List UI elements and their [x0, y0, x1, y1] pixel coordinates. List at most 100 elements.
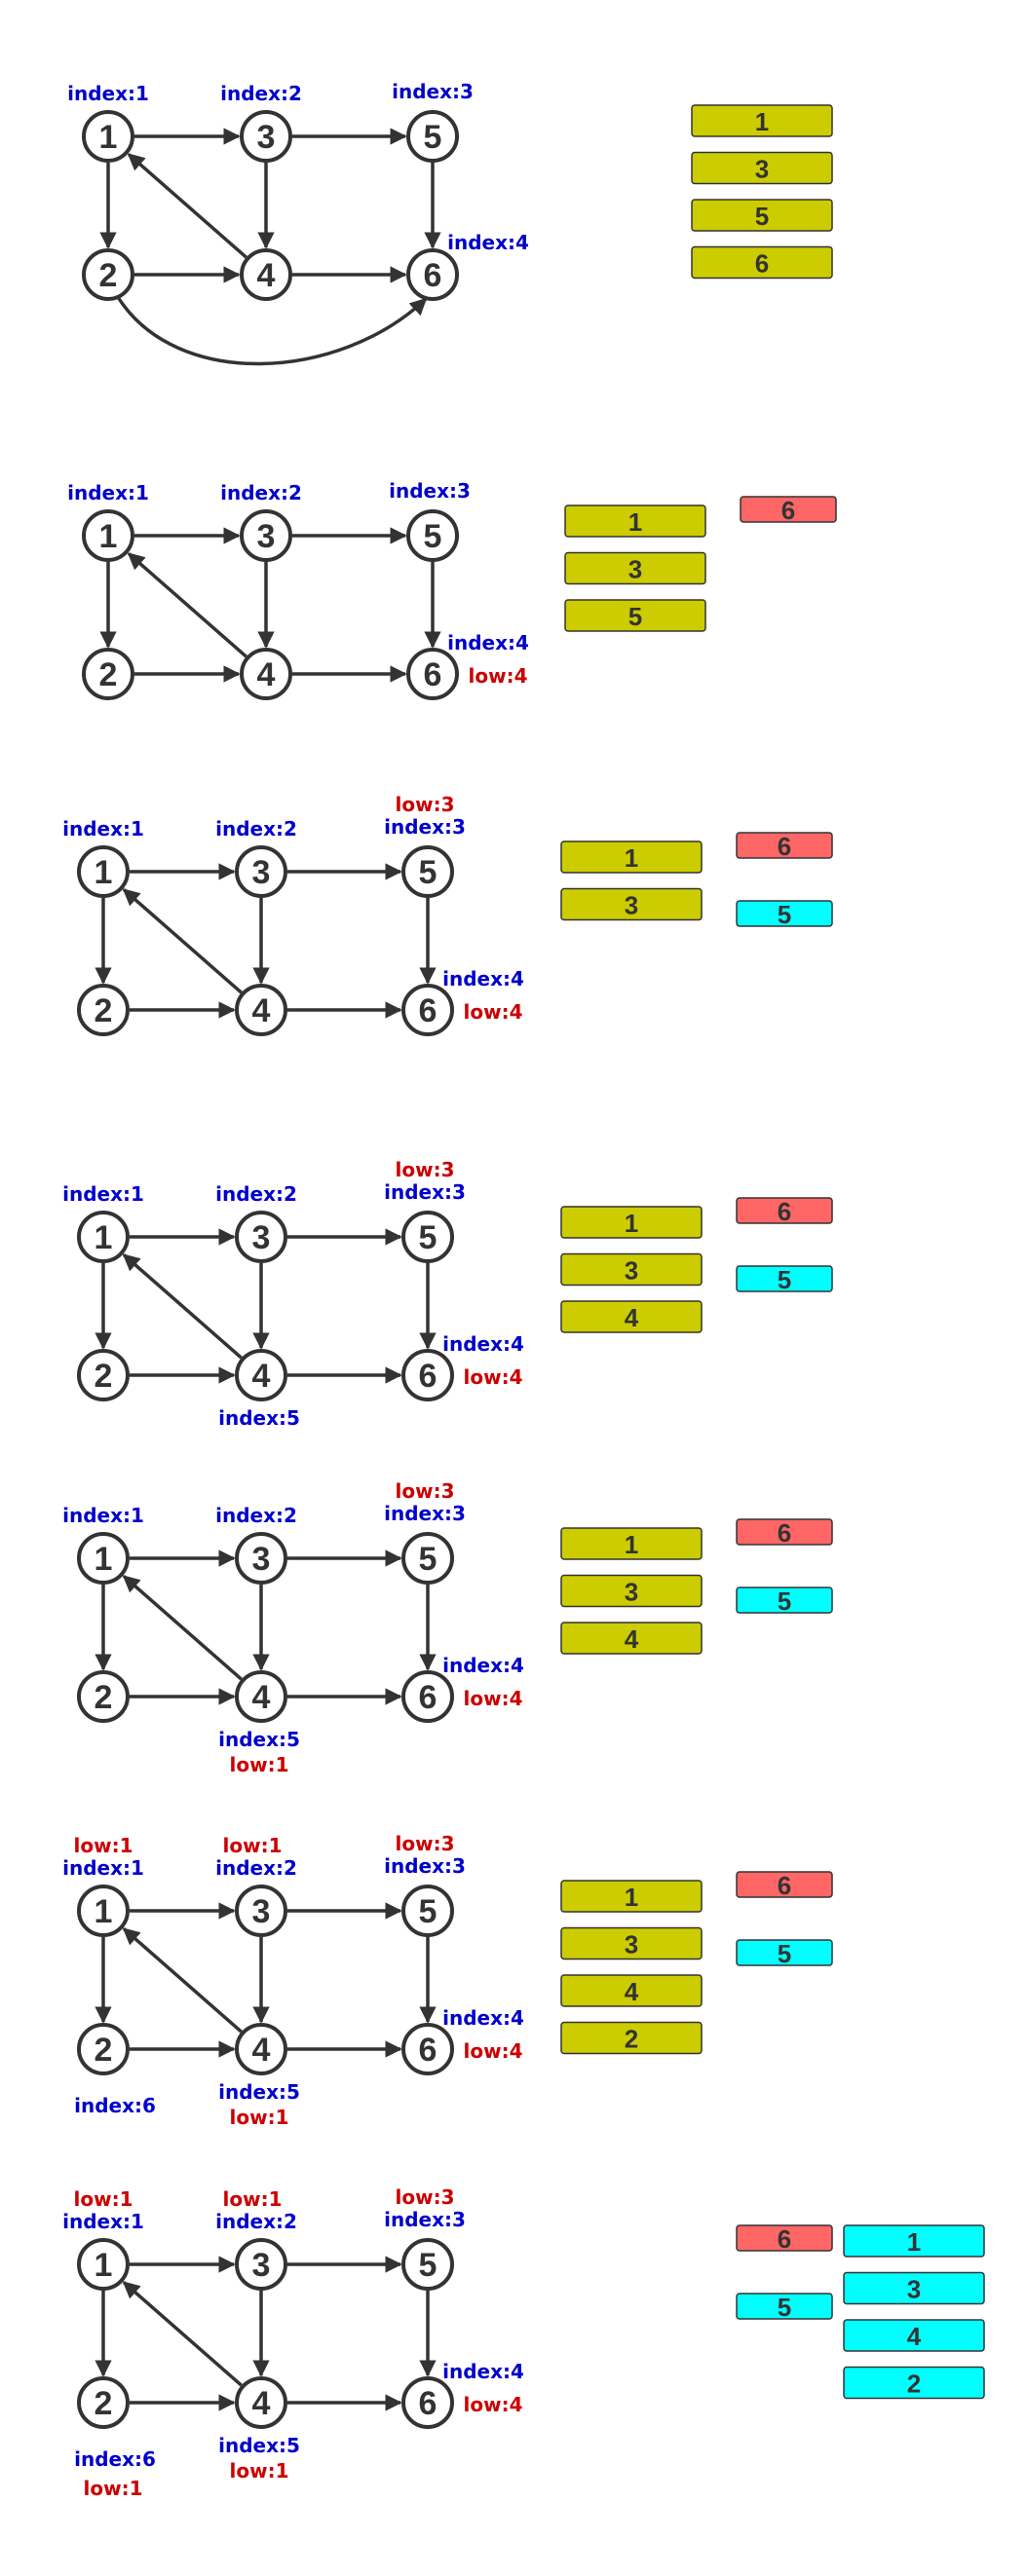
scc-box-red-6: 6	[736, 1871, 833, 1900]
node-2: 2	[77, 984, 130, 1036]
low-label-1: low:1	[74, 2187, 133, 2211]
node-4: 4	[235, 2023, 287, 2075]
index-label-1: index:1	[62, 817, 144, 840]
stack-box-4: 4	[560, 1300, 703, 1333]
node-label: 4	[257, 656, 276, 693]
node-4: 4	[235, 1670, 287, 1723]
node-circle	[240, 509, 292, 562]
node-circle	[401, 1885, 454, 1937]
stack-box-6: 6	[691, 245, 833, 280]
edge-4-1	[127, 153, 247, 259]
node-label: 6	[419, 1679, 437, 1716]
svg-text:5: 5	[778, 900, 791, 929]
node-6: 6	[406, 648, 459, 700]
node-label: 2	[95, 1679, 113, 1716]
index-label-4: index:5	[218, 2434, 300, 2457]
stack-box-1: 1	[560, 840, 703, 874]
index-label-3: index:2	[215, 1504, 297, 1527]
node-6: 6	[401, 2023, 454, 2075]
stack-box-1: 1	[560, 1527, 703, 1560]
node-circle	[240, 248, 292, 301]
stack-box-3: 3	[560, 1926, 703, 1960]
node-circle	[401, 984, 454, 1036]
node-3: 3	[240, 110, 292, 163]
index-label-5: index:3	[384, 2208, 466, 2231]
index-label-6: index:4	[442, 1654, 524, 1677]
node-5: 5	[401, 845, 454, 898]
node-label: 1	[95, 1541, 113, 1578]
node-label: 6	[419, 992, 437, 1029]
node-circle	[240, 110, 292, 163]
index-label-5: index:3	[384, 1854, 466, 1878]
low-label-4: low:1	[230, 2106, 289, 2129]
node-circle	[235, 1349, 287, 1401]
index-label-3: index:2	[215, 1182, 297, 1206]
node-circle	[77, 845, 130, 898]
node-label: 1	[95, 1219, 113, 1256]
node-circle	[235, 984, 287, 1036]
node-2: 2	[77, 1670, 130, 1723]
svg-text:1: 1	[625, 843, 638, 873]
index-label-1: index:1	[62, 1182, 144, 1206]
node-label: 6	[419, 1358, 437, 1395]
node-1: 1	[77, 2238, 130, 2291]
stack-box-4: 4	[560, 1974, 703, 2007]
svg-text:4: 4	[625, 1303, 639, 1332]
svg-text:6: 6	[778, 1871, 791, 1900]
node-4: 4	[235, 2376, 287, 2429]
node-label: 3	[257, 518, 276, 555]
svg-text:3: 3	[625, 1256, 638, 1286]
index-label-4: index:5	[218, 1406, 300, 1430]
node-label: 2	[99, 257, 118, 294]
svg-text:1: 1	[625, 1530, 638, 1559]
svg-text:1: 1	[907, 2227, 921, 2257]
node-5: 5	[406, 110, 459, 163]
index-label-5: index:3	[384, 1502, 466, 1525]
index-label-1: index:1	[67, 481, 149, 504]
stack-box-3: 3	[560, 1574, 703, 1608]
node-2: 2	[82, 648, 134, 700]
node-label: 1	[95, 2247, 113, 2284]
node-circle	[401, 1532, 454, 1585]
node-circle	[401, 845, 454, 898]
index-label-3: index:2	[220, 82, 302, 105]
node-6: 6	[401, 984, 454, 1036]
node-3: 3	[235, 1532, 287, 1585]
stack-box-1: 1	[560, 1206, 703, 1239]
final-scc-box-1: 1	[843, 2224, 985, 2258]
index-label-1: index:1	[62, 1504, 144, 1527]
node-label: 5	[419, 1893, 437, 1930]
node-label: 3	[257, 119, 276, 156]
node-label: 4	[257, 257, 276, 294]
node-circle	[77, 1211, 130, 1263]
node-label: 5	[419, 1219, 437, 1256]
svg-text:4: 4	[625, 1624, 639, 1654]
svg-text:5: 5	[778, 1265, 791, 1294]
index-label-6: index:4	[447, 231, 529, 254]
low-label-5: low:3	[396, 1479, 455, 1503]
index-label-5: index:3	[384, 1180, 466, 1204]
stack-box-3: 3	[560, 1252, 703, 1287]
edge-2-6	[116, 296, 428, 366]
node-circle	[82, 648, 134, 700]
low-label-6: low:4	[464, 2393, 523, 2416]
node-3: 3	[235, 1885, 287, 1937]
node-5: 5	[406, 509, 459, 562]
index-label-1: index:1	[62, 1856, 144, 1880]
node-circle	[406, 248, 459, 301]
node-5: 5	[401, 1532, 454, 1585]
node-circle	[406, 648, 459, 700]
index-label-3: index:2	[215, 2210, 297, 2233]
node-5: 5	[401, 1211, 454, 1263]
node-label: 4	[252, 992, 271, 1029]
node-circle	[82, 110, 134, 163]
node-circle	[77, 2023, 130, 2075]
final-scc-box-4: 4	[843, 2319, 985, 2352]
node-5: 5	[401, 1885, 454, 1937]
node-circle	[77, 1349, 130, 1401]
node-circle	[235, 845, 287, 898]
scc-box-cyan-5: 5	[736, 2293, 833, 2322]
node-label: 1	[95, 1893, 113, 1930]
